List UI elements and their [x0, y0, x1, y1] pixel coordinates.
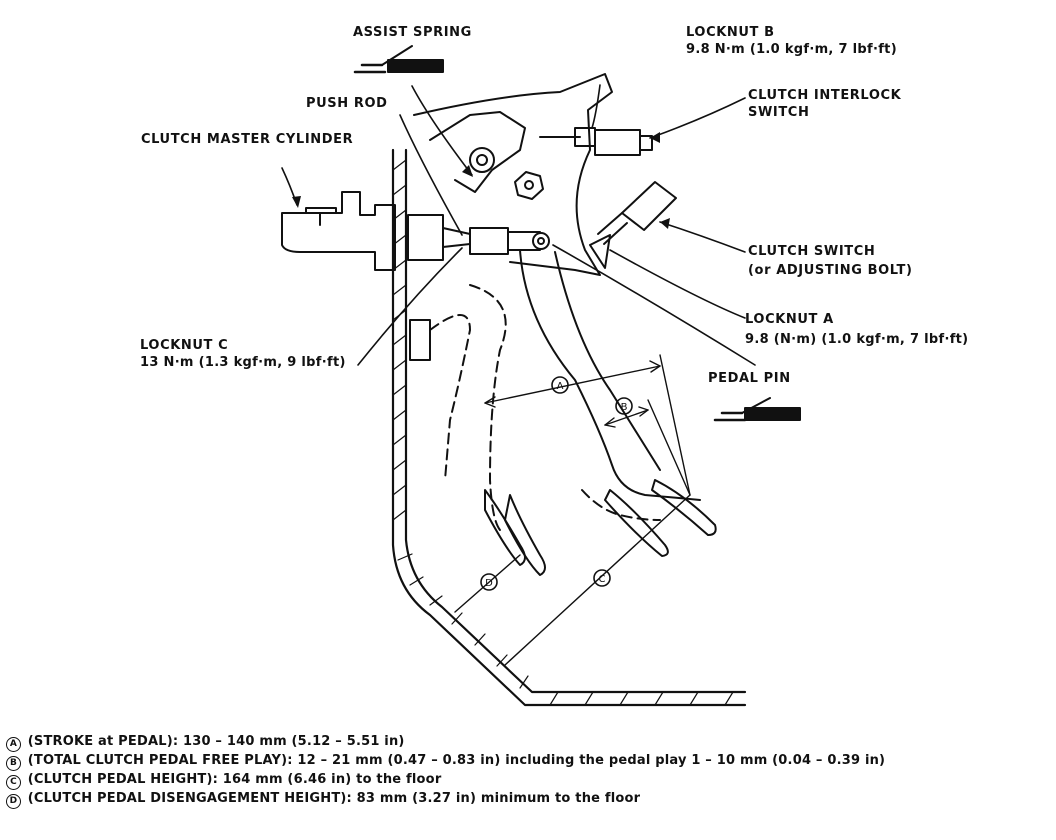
clutch-pedal — [429, 249, 717, 576]
push-rod-label: PUSH ROD — [306, 96, 388, 111]
arrow-head-4 — [292, 196, 301, 208]
leader-lines — [281, 84, 756, 366]
dimension-lines — [454, 354, 691, 666]
svg-text:C: C — [599, 574, 606, 585]
legend-row-d: D (CLUTCH PEDAL DISENGAGEMENT HEIGHT): 8… — [6, 790, 885, 809]
spec-legend: A (STROKE at PEDAL): 130 – 140 mm (5.12 … — [6, 733, 885, 809]
dimension-marker-b: B — [615, 397, 633, 415]
legend-marker-a: A — [6, 737, 21, 752]
clutch-switch-label-line2: (or ADJUSTING BOLT) — [748, 263, 913, 278]
locknut-c-label: LOCKNUT C — [140, 338, 229, 353]
clutch-interlock-switch — [539, 127, 653, 156]
clutch-interlock-label-line2: SWITCH — [748, 105, 810, 120]
legend-text-d: (CLUTCH PEDAL DISENGAGEMENT HEIGHT): 83 … — [27, 791, 641, 806]
clutch-switch — [597, 181, 677, 245]
legend-marker-b: B — [6, 756, 21, 771]
locknut-a-spec: 9.8 (N·m) (1.0 kgf·m, 7 lbf·ft) — [745, 332, 969, 347]
legend-row-b: B (TOTAL CLUTCH PEDAL FREE PLAY): 12 – 2… — [6, 752, 885, 771]
locknut-c-spec: 13 N·m (1.3 kgf·m, 9 lbf·ft) — [140, 355, 346, 370]
locknut-a-label: LOCKNUT A — [745, 312, 834, 327]
arrow-head-1 — [462, 165, 473, 177]
arrow-head-3 — [660, 218, 670, 229]
legend-text-a: (STROKE at PEDAL): 130 – 140 mm (5.12 – … — [27, 734, 405, 749]
arrow-head-2 — [650, 132, 660, 143]
legend-text-c: (CLUTCH PEDAL HEIGHT): 164 mm (6.46 in) … — [27, 772, 442, 787]
firewall-floor — [391, 148, 747, 707]
dimension-marker-c: C — [593, 569, 611, 587]
svg-text:B: B — [621, 402, 628, 413]
legend-row-a: A (STROKE at PEDAL): 130 – 140 mm (5.12 … — [6, 733, 885, 752]
legend-marker-d: D — [6, 794, 21, 809]
clutch-master-cylinder — [281, 191, 471, 271]
locknut-b-spec: 9.8 N·m (1.0 kgf·m, 7 lbf·ft) — [686, 42, 897, 57]
grease-icon-pedal-pin — [713, 397, 801, 422]
dimension-marker-d: D — [480, 573, 498, 591]
locknut-b-label: LOCKNUT B — [686, 25, 775, 40]
legend-text-b: (TOTAL CLUTCH PEDAL FREE PLAY): 12 – 21 … — [27, 753, 886, 768]
pedal-pin-label: PEDAL PIN — [708, 371, 791, 386]
pedal-bracket — [409, 73, 613, 361]
push-rod — [469, 227, 550, 255]
grease-icon — [353, 45, 444, 74]
clutch-switch-label: CLUTCH SWITCH — [748, 244, 876, 259]
legend-marker-c: C — [6, 775, 21, 790]
assist-spring-label: ASSIST SPRING — [353, 25, 472, 40]
legend-row-c: C (CLUTCH PEDAL HEIGHT): 164 mm (6.46 in… — [6, 771, 885, 790]
svg-text:A: A — [557, 381, 564, 392]
svg-text:D: D — [485, 578, 493, 589]
dimension-marker-a: A — [551, 376, 569, 394]
clutch-interlock-label: CLUTCH INTERLOCK — [748, 88, 902, 103]
master-cylinder-label: CLUTCH MASTER CYLINDER — [141, 132, 354, 147]
